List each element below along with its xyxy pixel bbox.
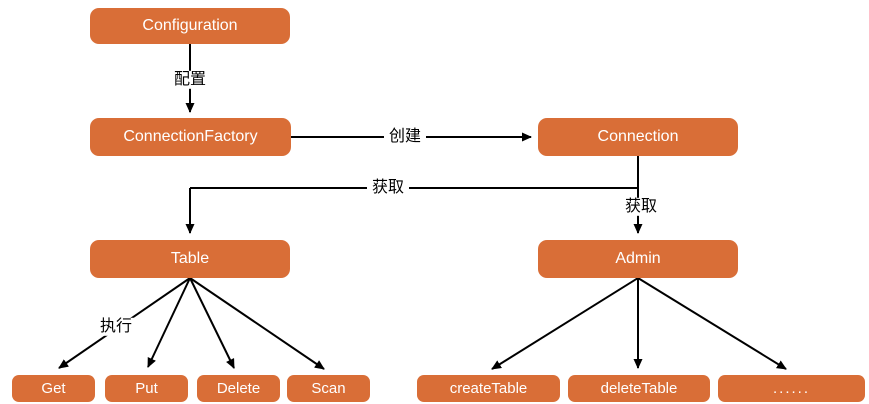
edge-table-to-put xyxy=(147,277,191,368)
edge-table-to-delete xyxy=(189,277,235,369)
node-scan: Scan xyxy=(287,375,370,402)
node-admin: Admin xyxy=(538,240,738,278)
edge-label-create: 创建 xyxy=(383,127,427,147)
node-delete: Delete xyxy=(197,375,280,402)
edge-label-configure: 配置 xyxy=(168,70,212,90)
node-connection-factory: ConnectionFactory xyxy=(90,118,291,156)
edge-label-get-admin: 获取 xyxy=(619,197,663,217)
node-get: Get xyxy=(12,375,95,402)
node-delete-table: deleteTable xyxy=(568,375,710,402)
node-configuration: Configuration xyxy=(90,8,290,44)
edge-admin-to-createtable xyxy=(491,277,639,370)
edge-label-get-table: 获取 xyxy=(366,178,410,198)
edge-label-execute: 执行 xyxy=(94,317,138,337)
edge-admin-to-more xyxy=(637,277,787,370)
node-connection: Connection xyxy=(538,118,738,156)
node-more: ...... xyxy=(718,375,865,402)
node-table: Table xyxy=(90,240,290,278)
edge-connection-stem xyxy=(190,156,639,189)
node-put: Put xyxy=(105,375,188,402)
node-create-table: createTable xyxy=(417,375,560,402)
edge-table-to-scan xyxy=(189,277,325,370)
